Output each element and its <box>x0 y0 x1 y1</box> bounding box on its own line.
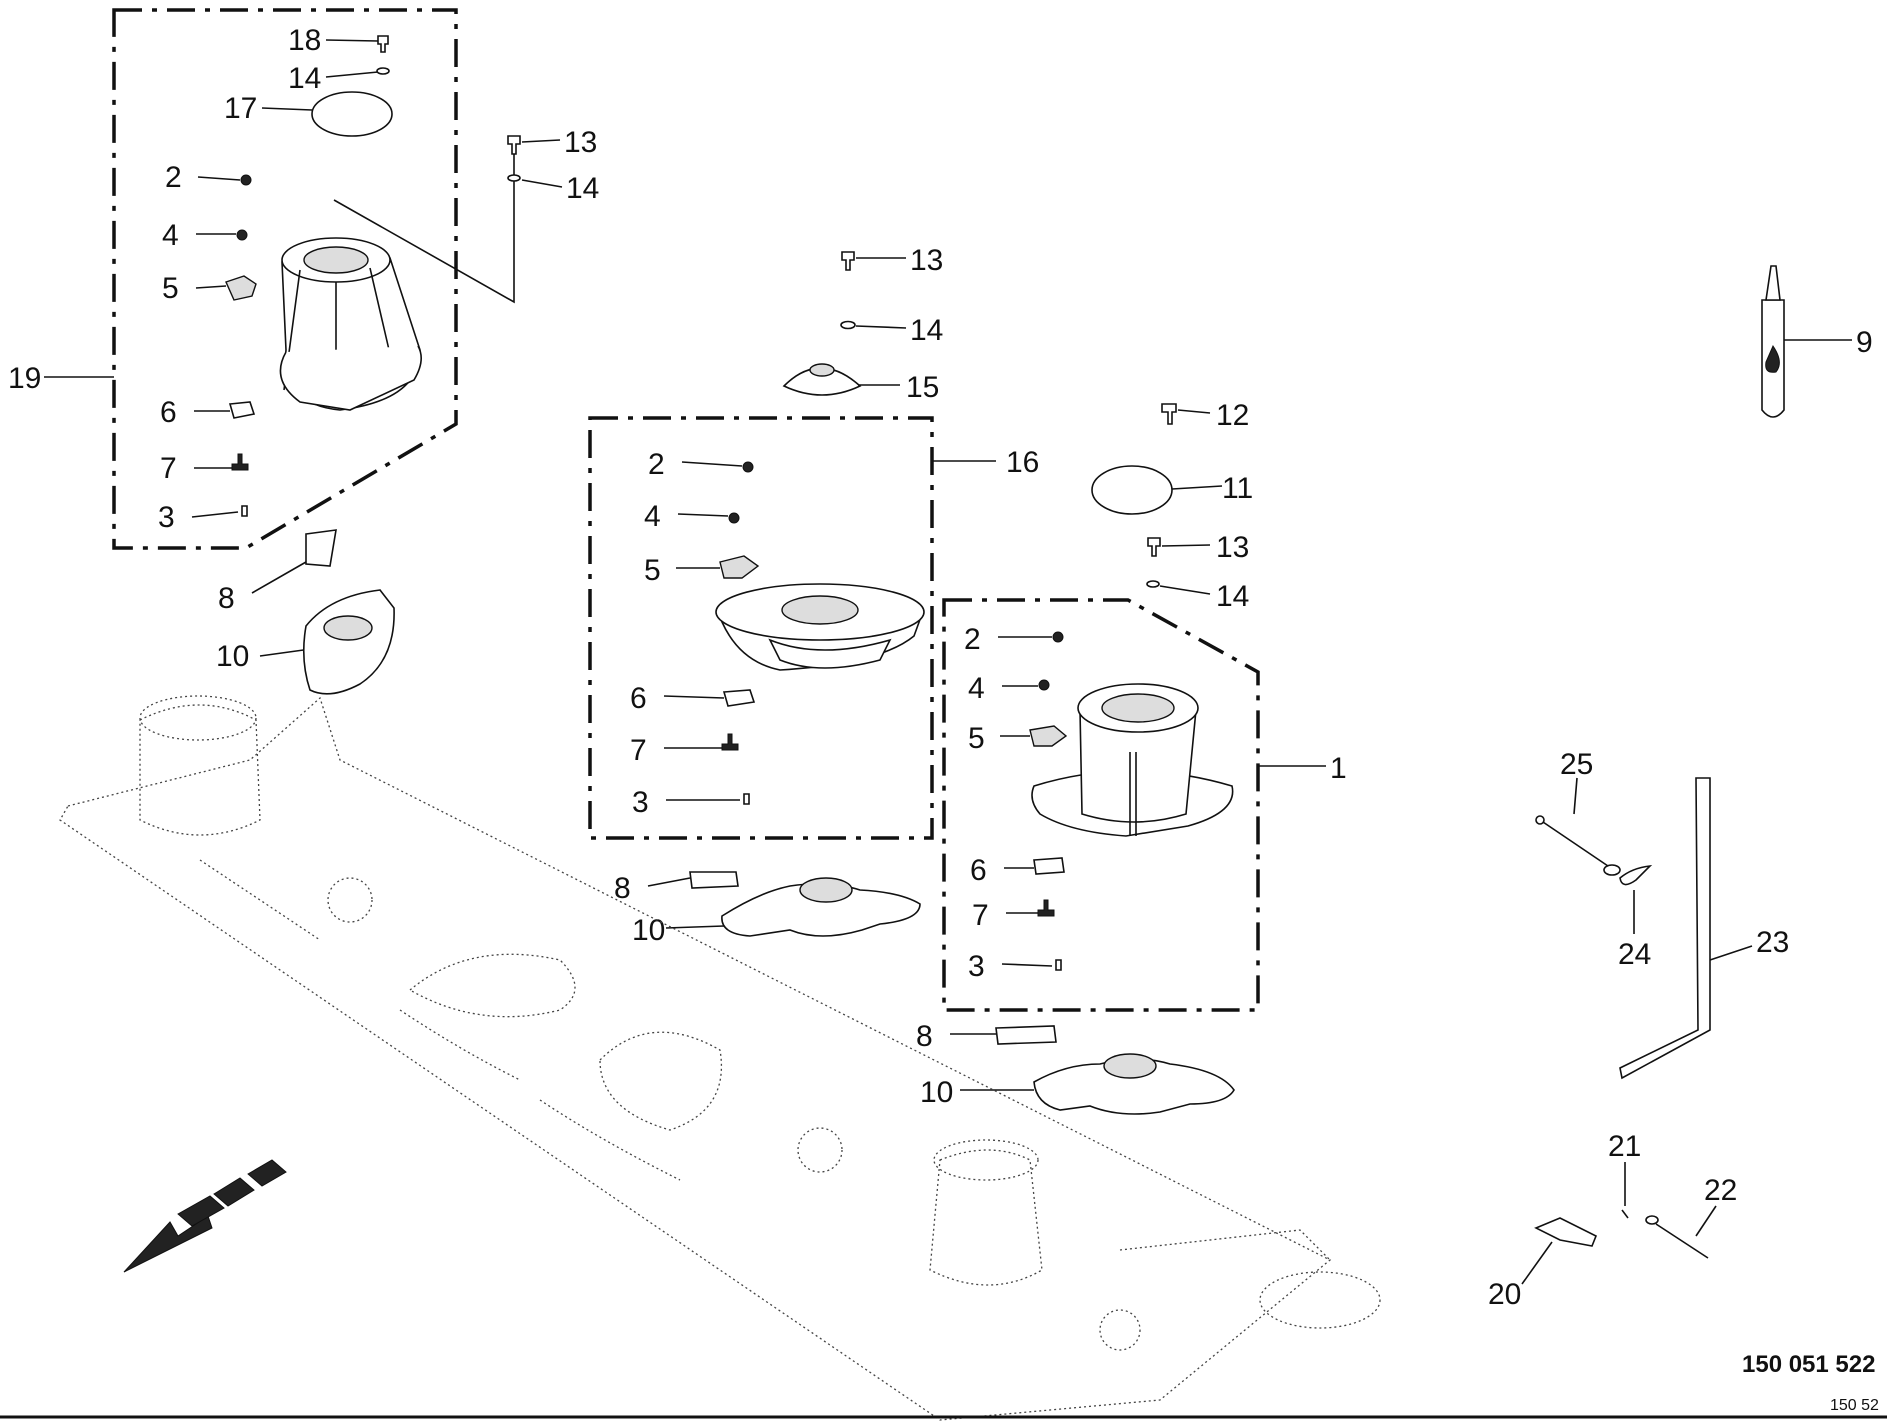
bracket-20 <box>1534 1217 1598 1247</box>
bolt-7 <box>231 453 249 471</box>
callout-16: 16 <box>1006 446 1039 479</box>
blade-holder-10-left <box>302 589 395 695</box>
callout-13-c: 13 <box>1216 531 1249 564</box>
callout-25: 25 <box>1560 748 1593 781</box>
callout-4-g16: 4 <box>644 500 661 533</box>
plate-6 <box>228 401 256 419</box>
callout-10-left: 10 <box>216 640 249 673</box>
cutter-disc-16 <box>715 583 925 671</box>
callout-18: 18 <box>288 24 321 57</box>
callout-13-b: 13 <box>910 244 943 277</box>
callout-8-right: 8 <box>916 1020 933 1053</box>
callout-24: 24 <box>1618 938 1651 971</box>
callout-14-a: 14 <box>566 172 599 205</box>
clamp-5 <box>225 275 257 301</box>
callout-9: 9 <box>1856 326 1873 359</box>
nut-2 <box>240 174 252 186</box>
callout-6-g16: 6 <box>630 682 647 715</box>
callout-3-g16: 3 <box>632 786 649 819</box>
callout-20: 20 <box>1488 1278 1521 1311</box>
right-blade-holder: 8 10 <box>916 1020 1235 1115</box>
top-parts: 13 14 13 14 15 9 12 11 <box>507 126 1873 613</box>
cap-15 <box>782 367 862 396</box>
drawing-number-small: 150 52 <box>1830 1397 1879 1414</box>
direction-arrow-icon <box>123 1159 287 1273</box>
callout-1: 1 <box>1330 752 1347 785</box>
assembly-group-19: 19 18 14 17 2 4 5 6 7 3 <box>8 8 515 550</box>
drawing-number: 150 051 522 <box>1742 1351 1875 1378</box>
callout-10-mid: 10 <box>632 914 665 947</box>
callout-23: 23 <box>1756 926 1789 959</box>
callout-14: 14 <box>288 62 321 95</box>
callout-19: 19 <box>8 362 41 395</box>
washer-14-a <box>507 174 521 182</box>
bolt-18 <box>377 35 389 53</box>
assembly-group-1: 1 2 4 5 6 7 3 <box>942 598 1347 1012</box>
middle-blade-holder: 8 10 <box>614 871 921 947</box>
callout-7: 7 <box>160 452 177 485</box>
callout-4-g1: 4 <box>968 672 985 705</box>
callout-4: 4 <box>162 219 179 252</box>
blade-8-left <box>305 529 337 567</box>
callout-5: 5 <box>162 272 179 305</box>
washer-4 <box>236 229 248 241</box>
washer-14-c <box>1146 580 1160 588</box>
drum-housing-1 <box>1031 683 1234 837</box>
bolt-13-b <box>841 251 855 271</box>
cutter-bar-outline <box>59 695 1381 1421</box>
callout-2: 2 <box>165 161 182 194</box>
callout-17: 17 <box>224 92 257 125</box>
callout-2-g16: 2 <box>648 448 665 481</box>
callout-22: 22 <box>1704 1174 1737 1207</box>
bolt-13-a <box>507 135 521 155</box>
callout-10-right: 10 <box>920 1076 953 1109</box>
callout-8-mid: 8 <box>614 872 631 905</box>
cover-plate-17 <box>311 91 393 137</box>
tools-group: 25 24 23 21 22 20 <box>1488 748 1789 1311</box>
tool-23 <box>1619 777 1711 1080</box>
cover-plate-11 <box>1091 465 1173 515</box>
group-1-outline <box>942 598 1260 1012</box>
callout-7-g1: 7 <box>972 899 989 932</box>
callout-7-g16: 7 <box>630 734 647 767</box>
washer-14-b <box>840 320 856 330</box>
screw-3 <box>241 505 248 517</box>
drum-housing-19 <box>279 237 422 411</box>
callout-2-g1: 2 <box>964 623 981 656</box>
clip-24 <box>1619 864 1653 886</box>
callout-3-g1: 3 <box>968 950 985 983</box>
callout-14-b: 14 <box>910 314 943 347</box>
callout-6-g1: 6 <box>970 854 987 887</box>
callout-13-a: 13 <box>564 126 597 159</box>
callout-15: 15 <box>906 371 939 404</box>
left-blade-holder: 8 10 <box>216 529 395 695</box>
callout-3: 3 <box>158 501 175 534</box>
callout-6: 6 <box>160 396 177 429</box>
blade-holder-10-right <box>1033 1058 1235 1115</box>
bolt-13-c <box>1147 537 1161 557</box>
callout-8-left: 8 <box>218 582 235 615</box>
assembly-group-16: 16 2 4 5 6 7 3 <box>588 416 1039 840</box>
bolt-12 <box>1161 403 1177 425</box>
washer-14 <box>376 67 390 75</box>
group-19-outline <box>112 8 458 550</box>
blade-holder-10-mid <box>721 882 921 937</box>
callout-11: 11 <box>1222 472 1253 505</box>
callout-5-g16: 5 <box>644 554 661 587</box>
grease-tube-9 <box>1761 265 1785 418</box>
callout-21: 21 <box>1608 1130 1641 1163</box>
group-16-outline <box>588 416 934 840</box>
callout-12: 12 <box>1216 399 1249 432</box>
callout-5-g1: 5 <box>968 722 985 755</box>
callout-14-c: 14 <box>1216 580 1249 613</box>
